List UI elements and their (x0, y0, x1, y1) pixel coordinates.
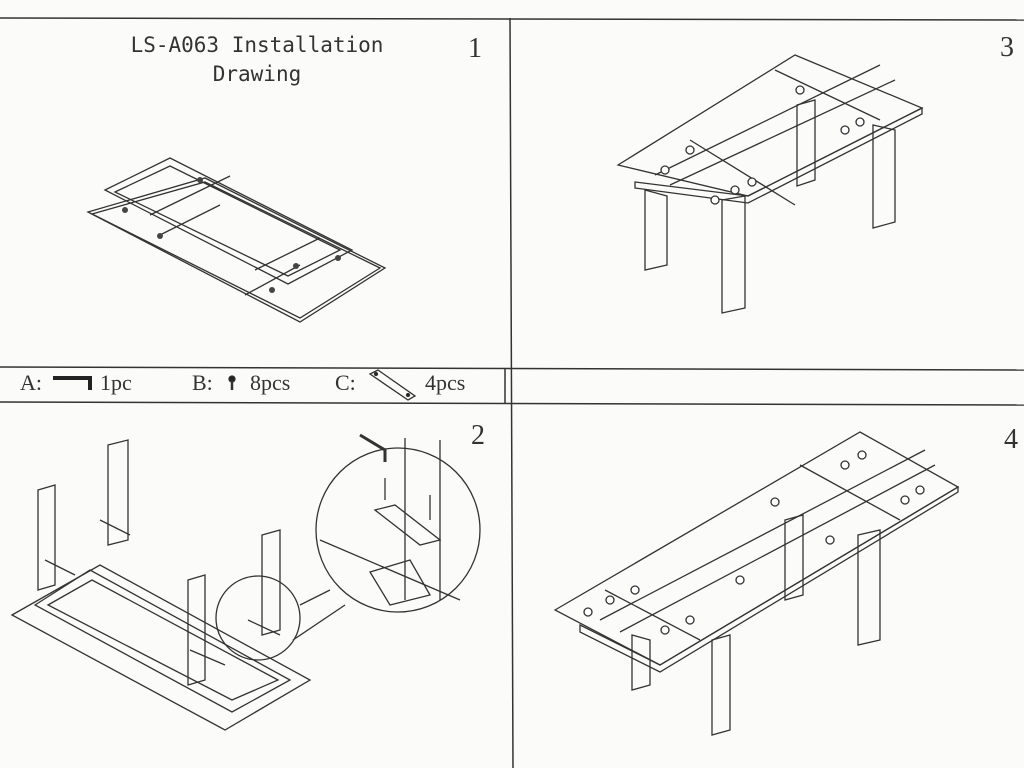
step3-assembled-table (616, 54, 924, 314)
part-a-qty: 1pc (100, 370, 132, 395)
part-b-qty: 8pcs (250, 370, 291, 395)
panel-dividers (0, 17, 1024, 768)
part-b-label: B: (192, 370, 213, 395)
part-c-label: C: (335, 370, 356, 395)
step1-frame-on-glass (86, 157, 387, 323)
document-title: LS-A063 Installation Drawing (112, 31, 402, 89)
step-number-1: 1 (468, 33, 482, 64)
title-line-1: LS-A063 Installation (130, 33, 384, 57)
step4-extended-table (553, 431, 960, 736)
part-a-label: A: (20, 370, 42, 395)
part-c-qty: 4pcs (425, 370, 466, 395)
title-line-2: Drawing (212, 62, 302, 86)
step-number-2: 2 (471, 420, 485, 451)
step-number-4: 4 (1004, 424, 1018, 455)
step-number-3: 3 (1000, 32, 1014, 63)
mounting-plate-icon (368, 369, 417, 401)
step2-leg-installation (10, 433, 481, 731)
screw-icon (228, 375, 236, 390)
hex-key-icon (53, 376, 92, 390)
